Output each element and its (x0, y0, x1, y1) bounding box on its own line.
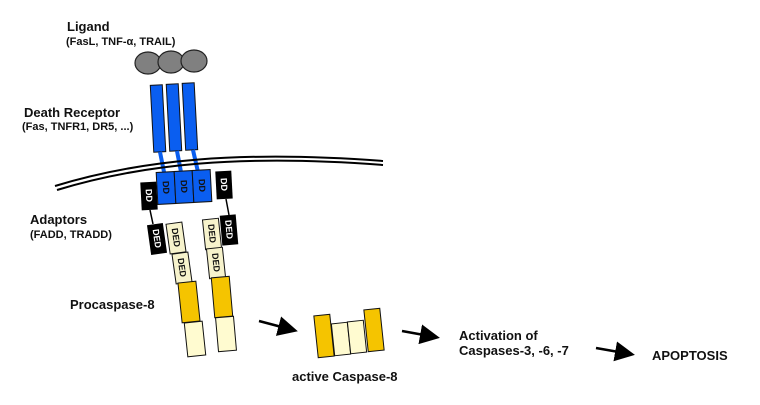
adaptor-right: DD DED (215, 170, 239, 246)
active-caspase-label: active Caspase-8 (292, 369, 398, 384)
membrane-inner (56, 159, 384, 191)
procaspase-ded: DED (165, 221, 187, 255)
procaspase-large-subunit (177, 280, 201, 324)
svg-text:DD: DD (219, 178, 230, 192)
adaptors-examples-label: (FADD, TRADD) (30, 229, 112, 241)
procaspase-small-subunit (215, 315, 237, 353)
procaspase-ded: DED (201, 217, 223, 251)
ligand-circle (134, 51, 162, 75)
adaptor-linker (149, 209, 154, 225)
svg-text:DED: DED (210, 253, 222, 273)
procaspase-large-subunit (210, 275, 234, 319)
activation-label-line2: Caspases-3, -6, -7 (459, 343, 569, 358)
adaptor-linker (225, 198, 230, 216)
svg-text:DD: DD (144, 189, 155, 203)
ligand-label: Ligand (67, 19, 110, 34)
adaptor-dd: DD (215, 170, 233, 200)
arrow-icon (258, 316, 298, 336)
svg-text:DED: DED (206, 224, 218, 244)
receptor-transmembrane (191, 149, 200, 173)
receptor-examples-label: (Fas, TNFR1, DR5, ...) (22, 121, 134, 133)
apoptosis-label: APOPTOSIS (652, 348, 728, 363)
caspase-large-subunit (363, 307, 385, 353)
ligand-circle (180, 49, 208, 73)
receptor-extracellular (149, 84, 167, 153)
svg-text:DED: DED (223, 220, 235, 240)
ligand-trimer (134, 49, 208, 75)
adaptor-ded: DED (219, 214, 239, 246)
arrow-icon (401, 324, 440, 345)
cell-membrane (54, 155, 384, 191)
adaptors-label: Adaptors (30, 212, 87, 227)
ligand-examples-label: (FasL, TNF-α, TRAIL) (66, 36, 176, 48)
receptor-transmembrane (158, 151, 166, 173)
svg-text:DD: DD (179, 180, 190, 194)
receptor-death-domains: DD DD DD (155, 169, 213, 205)
procaspase-ded: DED (171, 251, 193, 285)
caspase-large-subunit (313, 313, 335, 359)
procaspase-small-subunit (183, 320, 207, 358)
svg-text:DED: DED (170, 227, 183, 248)
adaptor-ded: DED (146, 223, 168, 255)
svg-text:DED: DED (151, 228, 164, 249)
svg-text:DED: DED (176, 257, 189, 278)
receptor-dd: DD (173, 170, 195, 204)
receptor-label: Death Receptor (24, 105, 120, 120)
procaspase-label: Procaspase-8 (70, 297, 155, 312)
adaptor-dd: DD (140, 181, 158, 211)
receptor-extracellular (165, 83, 183, 152)
caspase-small-subunit (346, 319, 368, 355)
receptor-extracellular (181, 82, 199, 151)
svg-text:DD: DD (161, 181, 172, 195)
arrow-icon (595, 341, 635, 362)
procaspase-8-right: DED DED (201, 217, 237, 353)
membrane-outer (54, 155, 384, 187)
ligand-circle (157, 50, 185, 74)
receptor-dd: DD (191, 169, 213, 203)
active-caspase-8 (313, 307, 385, 359)
procaspase-8-left: DED DED (165, 221, 207, 358)
activation-label-line1: Activation of (459, 328, 538, 343)
death-receptor-trimer (149, 82, 200, 173)
procaspase-ded: DED (205, 246, 227, 280)
adaptor-left: DD DED (140, 181, 168, 255)
svg-text:DD: DD (197, 179, 208, 193)
receptor-dd: DD (155, 171, 177, 205)
